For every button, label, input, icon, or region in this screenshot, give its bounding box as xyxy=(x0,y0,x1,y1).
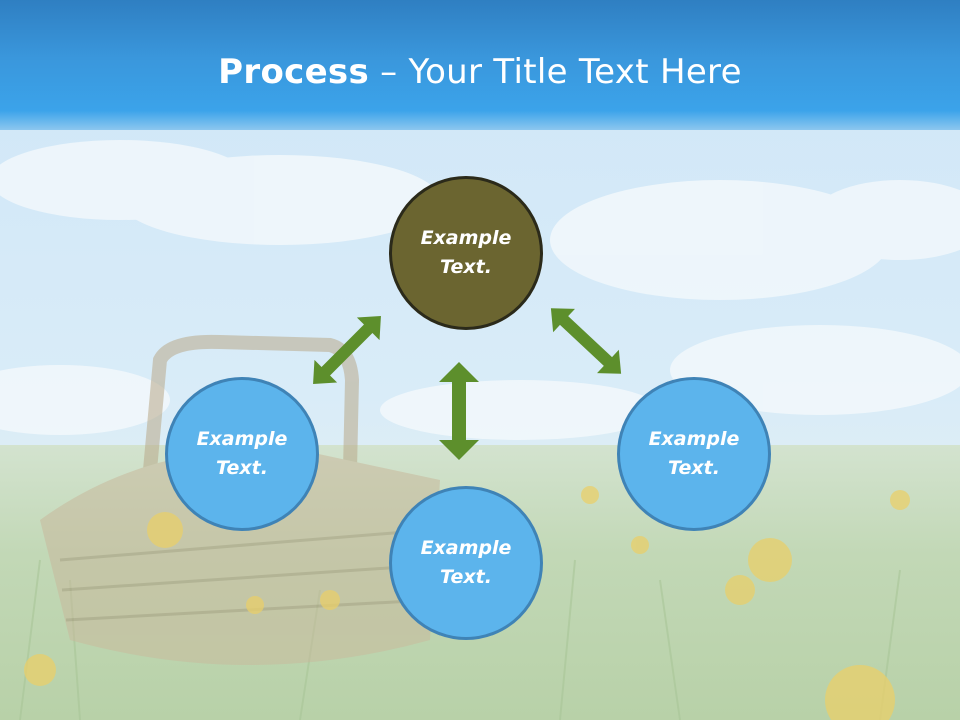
process-node-bottom[interactable]: Example Text. xyxy=(389,486,543,640)
title-bar xyxy=(0,0,960,130)
node-label: Example Text. xyxy=(196,428,288,479)
title-bold: Process xyxy=(218,52,370,92)
slide-title: Process – Your Title Text Here xyxy=(0,52,960,92)
process-node-top[interactable]: Example Text. xyxy=(389,176,543,330)
process-node-right[interactable]: Example Text. xyxy=(617,377,771,531)
double-arrow-icon xyxy=(313,316,381,384)
process-node-left[interactable]: Example Text. xyxy=(165,377,319,531)
node-label: Example Text. xyxy=(420,537,512,588)
double-arrow-icon xyxy=(550,308,622,374)
title-rest: – Your Title Text Here xyxy=(369,52,742,92)
node-label: Example Text. xyxy=(420,227,512,278)
node-label: Example Text. xyxy=(648,428,740,479)
double-arrow-icon xyxy=(439,362,479,460)
